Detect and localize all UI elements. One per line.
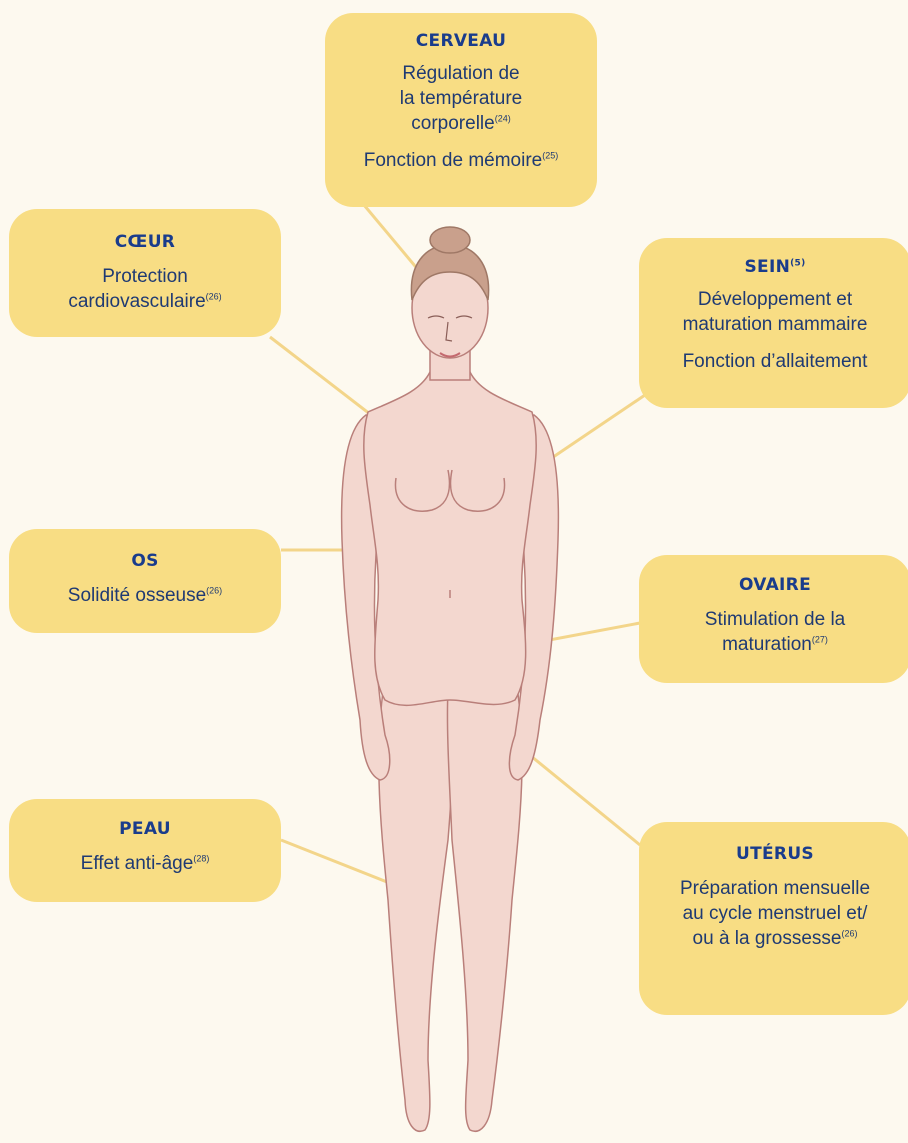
cerveau-line-a: Régulation de — [402, 63, 519, 84]
peau-ref-1: (28) — [193, 854, 209, 864]
right-leg — [447, 660, 522, 1131]
card-os-text: Solidité osseuse(26) — [9, 583, 281, 608]
card-uterus-title: UTÉRUS — [639, 844, 908, 864]
peau-line-1: Effet anti-âge — [81, 853, 194, 874]
card-os: OS Solidité osseuse(26) — [9, 529, 281, 633]
sein-line-a: Développement et — [698, 289, 852, 310]
card-peau-text: Effet anti-âge(28) — [9, 851, 281, 876]
card-ovaire-text: Stimulation de la maturation(27) — [639, 607, 908, 657]
card-coeur-title: CŒUR — [9, 232, 281, 252]
card-coeur-text: Protection cardiovasculaire(26) — [9, 264, 281, 314]
torso — [364, 372, 536, 705]
card-uterus-text: Préparation mensuelle au cycle menstruel… — [639, 876, 908, 951]
card-peau-title: PEAU — [9, 819, 281, 839]
coeur-line-b: cardiovasculaire — [68, 291, 205, 312]
card-cerveau-title: CERVEAU — [325, 31, 597, 51]
uterus-ref-1: (26) — [841, 929, 857, 939]
card-cerveau-text-2: Fonction de mémoire(25) — [325, 148, 597, 173]
ovaire-line-a: Stimulation de la — [705, 609, 845, 630]
card-uterus: UTÉRUS Préparation mensuelle au cycle me… — [639, 822, 908, 1015]
card-os-title: OS — [9, 551, 281, 571]
hair-bun — [430, 227, 470, 253]
cerveau-line-b: la température — [400, 88, 523, 109]
card-peau: PEAU Effet anti-âge(28) — [9, 799, 281, 902]
os-ref-1: (26) — [206, 586, 222, 596]
card-cerveau-text-1: Régulation de la température corporelle(… — [325, 61, 597, 136]
card-sein: SEIN(5) Développement et maturation mamm… — [639, 238, 908, 408]
card-sein-text-2: Fonction d’allaitement — [639, 349, 908, 374]
card-cerveau: CERVEAU Régulation de la température cor… — [325, 13, 597, 207]
cerveau-ref-1: (24) — [495, 114, 511, 124]
card-ovaire-title: OVAIRE — [639, 575, 908, 595]
female-figure — [342, 227, 559, 1131]
sein-title-text: SEIN — [745, 257, 791, 277]
cerveau-line-2: Fonction de mémoire — [364, 150, 542, 171]
sein-line-2: Fonction d’allaitement — [683, 351, 868, 372]
card-coeur: CŒUR Protection cardiovasculaire(26) — [9, 209, 281, 337]
connector-cerveau — [364, 205, 420, 272]
card-sein-text-1: Développement et maturation mammaire — [639, 287, 908, 337]
uterus-line-b: au cycle menstruel et/ — [683, 903, 868, 924]
sein-line-b: maturation mammaire — [683, 314, 868, 335]
ovaire-line-b: maturation — [722, 634, 812, 655]
card-sein-title: SEIN(5) — [639, 257, 908, 277]
cerveau-ref-2: (25) — [542, 151, 558, 161]
coeur-ref-1: (26) — [206, 292, 222, 302]
card-ovaire: OVAIRE Stimulation de la maturation(27) — [639, 555, 908, 683]
ovaire-ref-1: (27) — [812, 635, 828, 645]
sein-title-ref: (5) — [790, 258, 805, 268]
left-leg — [379, 660, 455, 1131]
uterus-line-a: Préparation mensuelle — [680, 878, 870, 899]
connector-peau — [281, 840, 387, 882]
coeur-line-a: Protection — [102, 266, 188, 287]
uterus-line-c: ou à la grossesse — [693, 928, 842, 949]
os-line-1: Solidité osseuse — [68, 585, 206, 606]
cerveau-line-c: corporelle — [411, 113, 494, 134]
